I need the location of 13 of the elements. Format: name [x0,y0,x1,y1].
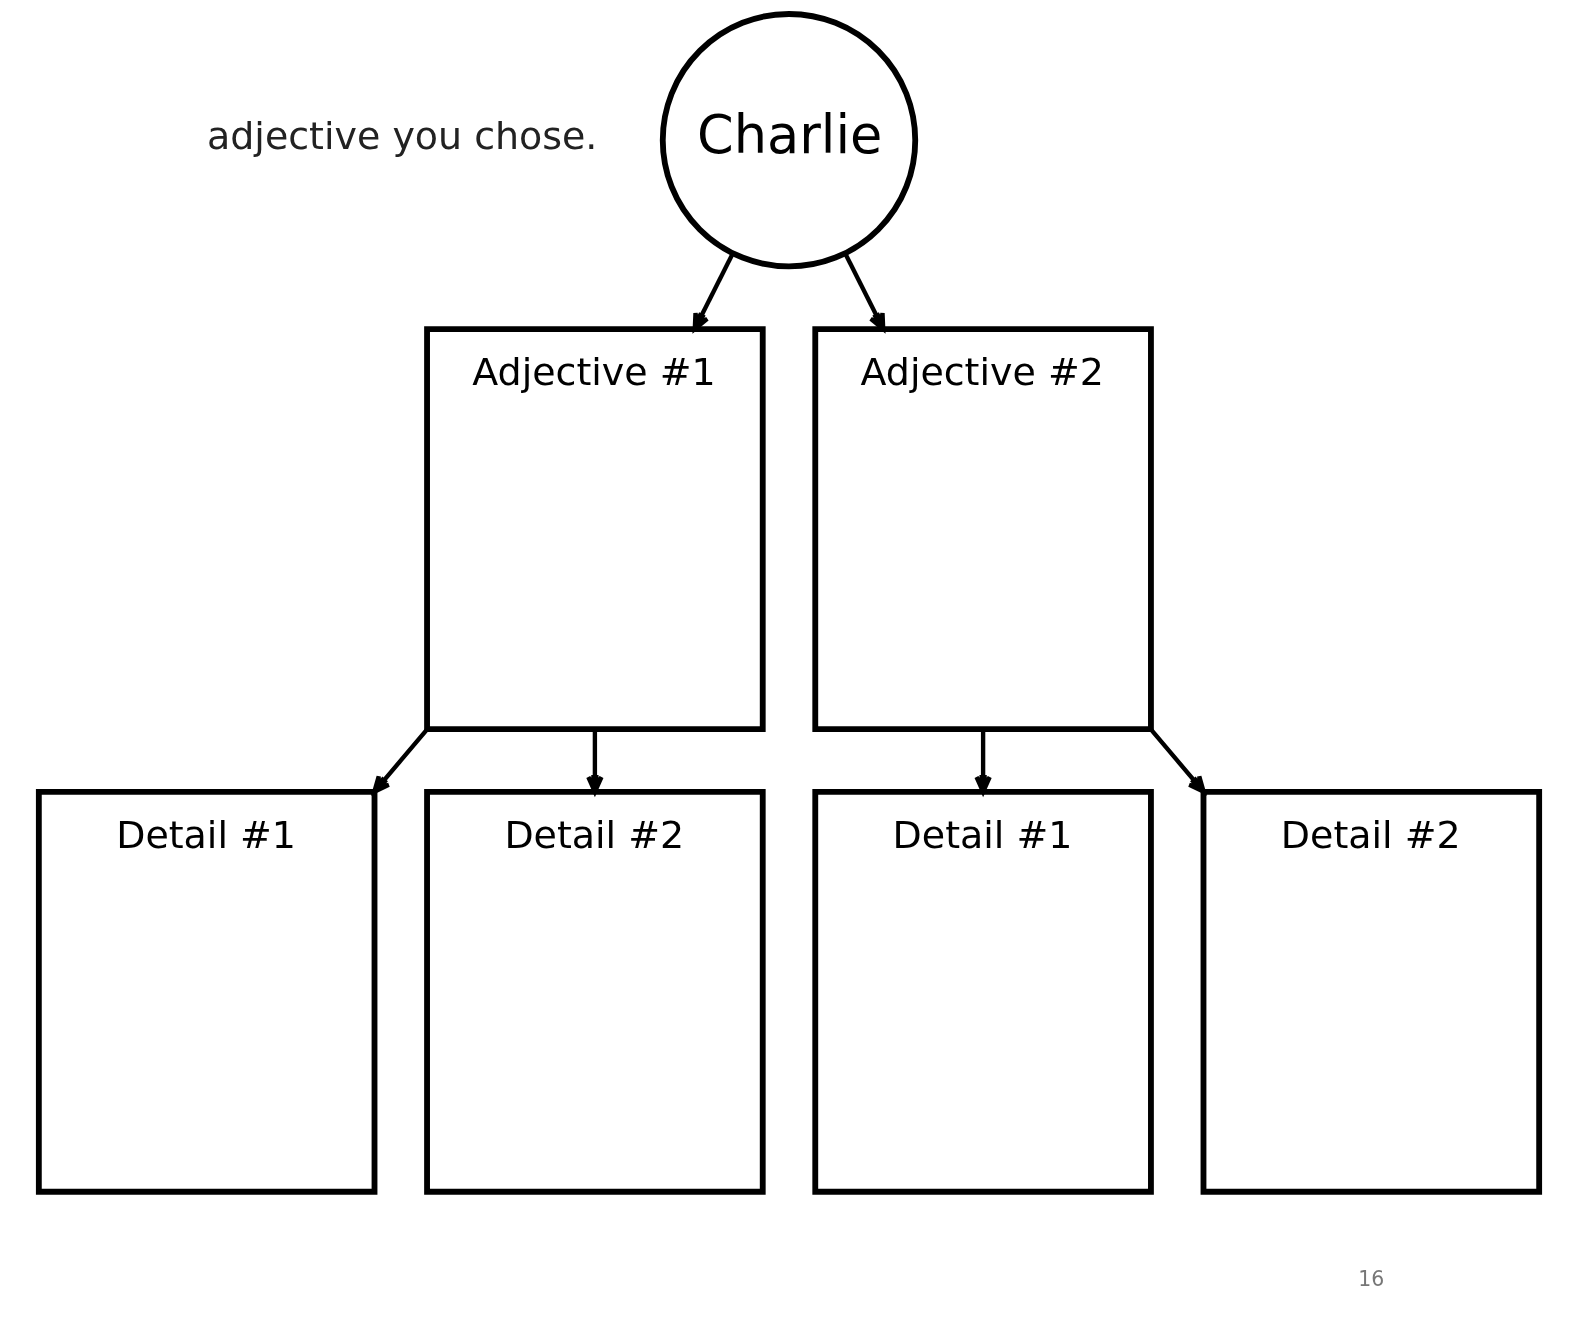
arrow [371,728,429,794]
label: 16 [1357,1267,1384,1292]
node-box: Detail #1 [811,788,1154,1195]
label: adjective you chose. [206,114,597,159]
node-circle: Charlie [659,11,918,270]
arrow [842,252,885,332]
node-box: Adjective #1 [423,326,766,732]
node-box: Detail #1 [35,788,377,1195]
node-box: Adjective #2 [811,326,1154,732]
node-box: Detail #2 [1200,788,1542,1195]
arrow [1148,728,1206,794]
node-box: Detail #2 [423,788,766,1195]
arrow [692,252,735,332]
